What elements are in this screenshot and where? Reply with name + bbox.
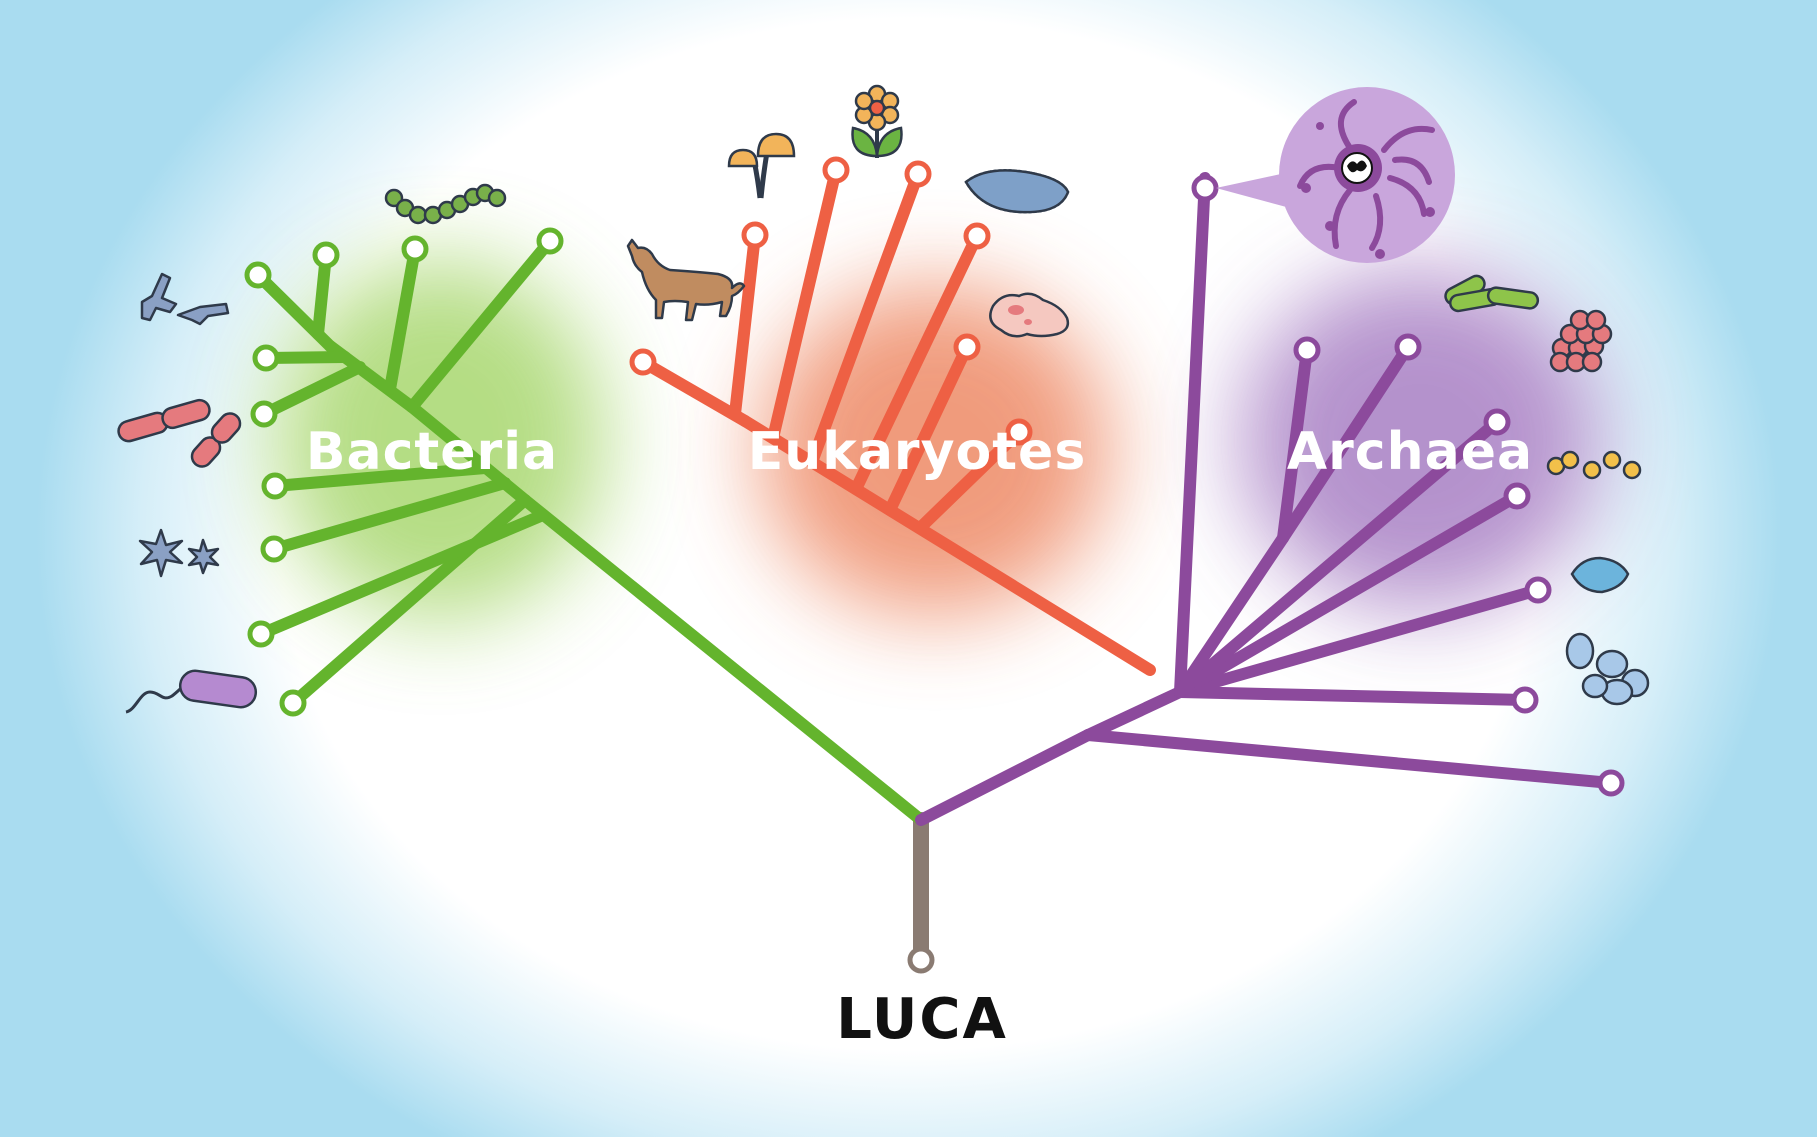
leaf-nodes: [244, 156, 1625, 974]
paramecium-icon: [964, 169, 1070, 214]
irregular-archaeon-icon: [1570, 556, 1630, 594]
branched-bacterium-icon: [140, 272, 230, 326]
star-bacteria-icon: [138, 528, 220, 578]
luca-node: [907, 946, 935, 974]
bacteria-branches: [252, 235, 927, 826]
eukaryote-leaf: [904, 160, 932, 188]
mushroom-icon: [727, 132, 796, 199]
bacteria-leaf: [250, 400, 278, 428]
bacteria-leaf: [536, 227, 564, 255]
bacteria-leaf: [401, 235, 429, 263]
bacteria-leaf: [247, 620, 275, 648]
eukaryote-leaf: [822, 156, 850, 184]
eukaryote-leaf: [1005, 418, 1033, 446]
bacteria-leaf: [244, 261, 272, 289]
archaea-leaf: [1511, 686, 1539, 714]
archaea-glow: [1240, 270, 1600, 610]
archaea-branches: [915, 172, 1617, 826]
bacteria-leaf: [260, 535, 288, 563]
archaeon-magnified-icon: [1216, 87, 1455, 263]
rod-bacteria-icon: [117, 398, 242, 468]
bacteria-leaf: [279, 689, 307, 717]
archaea-label: Archaea: [1286, 422, 1534, 482]
archaea-leaf: [1191, 174, 1219, 202]
bacteria-leaf: [252, 344, 280, 372]
archaea-leaf: [1524, 576, 1552, 604]
flagellated-bacterium-icon: [125, 669, 258, 714]
luca-label: LUCA: [836, 987, 1008, 1052]
eukaryotes-label: Eukaryotes: [747, 422, 1087, 482]
flower-icon: [851, 84, 903, 158]
rod-archaea-icon: [1444, 274, 1540, 313]
archaea-leaf: [1483, 408, 1511, 436]
cat-icon: [626, 238, 746, 322]
eukaryote-leaf: [629, 348, 657, 376]
archaea-leaf: [1293, 336, 1321, 364]
eukaryote-leaf: [953, 333, 981, 361]
eukaryote-leaf: [963, 222, 991, 250]
bacteria-leaf: [261, 472, 289, 500]
bacteria-label: Bacteria: [305, 422, 559, 482]
archaea-leaf: [1597, 769, 1625, 797]
archaea-leaf: [1394, 333, 1422, 361]
coccus-chain-icon: [1546, 450, 1642, 480]
streptococcus-chain-icon: [384, 183, 507, 225]
coccus-cluster-icon: [1549, 309, 1613, 373]
bacteria-leaf: [312, 241, 340, 269]
eukaryote-branches: [637, 164, 1156, 676]
amoeba-icon: [989, 292, 1070, 338]
round-archaea-icon: [1565, 632, 1650, 706]
eukaryote-leaf: [741, 221, 769, 249]
archaea-leaf: [1503, 482, 1531, 510]
